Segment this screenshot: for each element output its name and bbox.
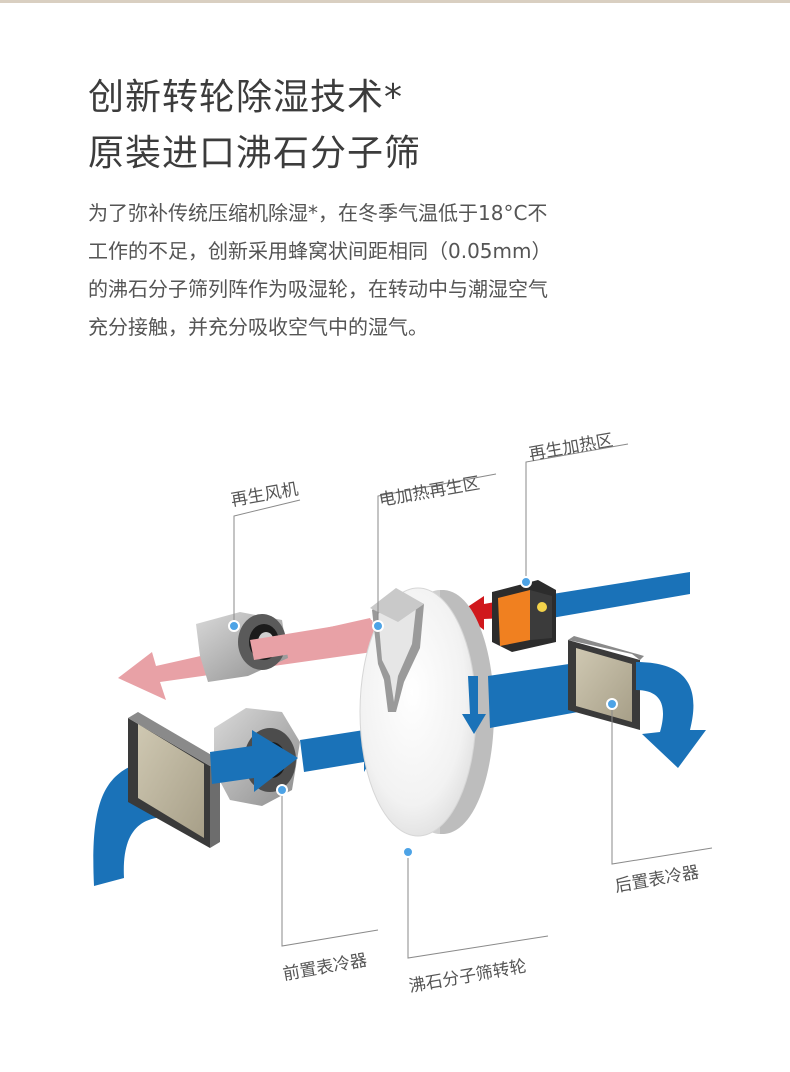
label-regen-fan: 再生风机: [229, 479, 299, 511]
rear-cooler-coil: [568, 636, 644, 730]
top-divider: [0, 0, 790, 3]
leader-lines: [233, 443, 713, 959]
regen-heater: [492, 580, 556, 652]
description-line-3: 的沸石分子筛列阵作为吸湿轮，在转动中与潮湿空气: [88, 277, 548, 301]
regen-intake-duct: [540, 572, 690, 620]
process-air-arrow-1: [210, 730, 298, 792]
label-zeolite-wheel: 沸石分子筛转轮: [407, 957, 528, 997]
page-heading: 创新转轮除湿技术* 原装进口沸石分子筛: [88, 70, 421, 182]
description-line-2: 工作的不足，创新采用蜂窝状间距相同（0.05mm）: [88, 239, 552, 263]
electric-regen-shroud: [370, 588, 424, 712]
label-regen-heating-zone: 再生加热区: [527, 430, 614, 464]
description-line-4: 充分接触，并充分吸收空气中的湿气。: [88, 315, 428, 339]
heading-line-2: 原装进口沸石分子筛: [88, 133, 422, 174]
marker-regen-fan: [228, 620, 240, 632]
regen-air-through-fan: [250, 620, 378, 660]
front-cooler-coil: [128, 712, 220, 848]
marker-rear-cooler: [606, 698, 618, 710]
marker-zeolite-wheel: [402, 846, 414, 858]
markers: [228, 576, 618, 858]
dehumidifier-diagram: 再生风机 电加热再生区 再生加热区 前置表冷器 沸石分子筛转轮 后置表冷器: [93, 430, 713, 997]
process-outlet-arrow: [636, 662, 706, 768]
marker-front-cooler: [276, 784, 288, 796]
marker-heating-zone: [520, 576, 532, 588]
description-line-1: 为了弥补传统压缩机除湿*，在冬季气温低于18°C不: [88, 201, 548, 225]
label-electric-regen-zone: 电加热再生区: [377, 474, 481, 511]
description-paragraph: 为了弥补传统压缩机除湿*，在冬季气温低于18°C不 工作的不足，创新采用蜂窝状间…: [88, 194, 688, 346]
heading-line-1: 创新转轮除湿技术*: [88, 77, 404, 118]
label-front-cooler: 前置表冷器: [281, 950, 368, 984]
label-rear-cooler: 后置表冷器: [613, 862, 700, 896]
marker-electric-regen: [372, 620, 384, 632]
